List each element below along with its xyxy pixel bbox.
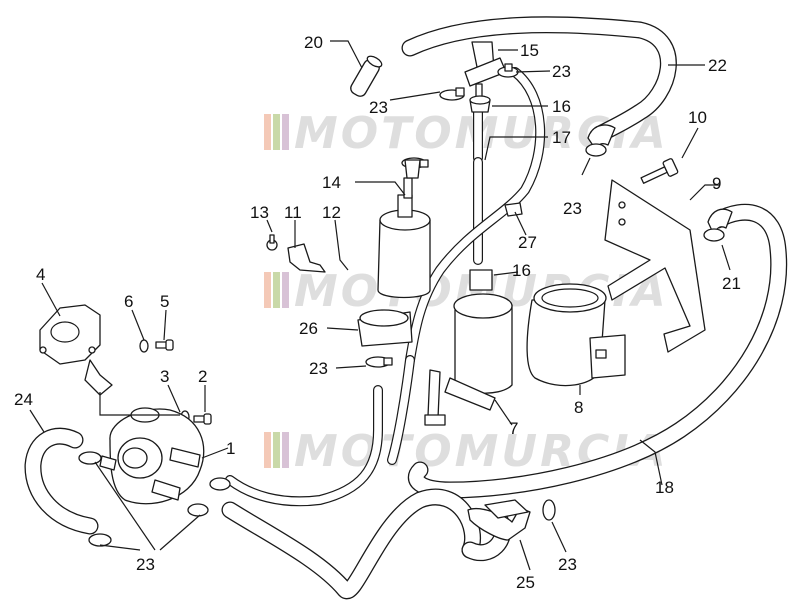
bracket-9 xyxy=(604,179,706,353)
leader-lines xyxy=(29,40,731,571)
clamp-23 xyxy=(542,499,556,521)
y-fitting-25 xyxy=(467,499,531,541)
hose-12 xyxy=(225,355,415,507)
callout-5: 5 xyxy=(160,292,169,311)
band-clamp-8 xyxy=(526,283,626,387)
band-26 xyxy=(357,309,413,347)
callout-7: 7 xyxy=(509,419,518,438)
callout-27: 27 xyxy=(518,233,537,252)
callout-17: 17 xyxy=(552,128,571,147)
clamp-23 xyxy=(365,356,393,368)
callout-13: 13 xyxy=(250,203,269,222)
callout-20: 21 xyxy=(722,274,741,293)
callout-10: 10 xyxy=(688,108,707,127)
callout-23: 23 xyxy=(552,62,571,81)
callout-24: 24 xyxy=(14,390,33,409)
washer-6 xyxy=(139,339,149,353)
clamp-23 xyxy=(209,477,231,491)
screw-5 xyxy=(155,339,174,351)
fuel-filter-14 xyxy=(377,159,431,299)
screw-2 xyxy=(193,413,212,425)
hose-24 xyxy=(24,427,99,535)
bracket-11 xyxy=(287,243,326,273)
callout-2: 2 xyxy=(198,367,207,386)
callout-25: 25 xyxy=(516,573,535,592)
clamp-23 xyxy=(439,87,465,101)
callout-14: 14 xyxy=(322,173,341,192)
screw-13 xyxy=(266,234,278,251)
callouts: 20 15 23 16 17 22 10 9 23 21 27 16 14 13… xyxy=(14,33,741,592)
callout-6: 6 xyxy=(124,292,133,311)
hose-vacuum xyxy=(405,67,546,365)
callout-23e: 23 xyxy=(558,555,577,574)
callout-15: 15 xyxy=(520,41,539,60)
bracket-4 xyxy=(39,304,113,396)
callout-21: 22 xyxy=(708,56,727,75)
elbow-20 xyxy=(703,208,733,242)
elbow-22 xyxy=(585,124,616,157)
clip-27 xyxy=(504,202,523,217)
vacuum-tap-1 xyxy=(99,407,205,505)
screw-10 xyxy=(640,158,679,184)
callout-8: 8 xyxy=(574,398,583,417)
callout-4: 4 xyxy=(36,265,45,284)
fuel-pump-7 xyxy=(424,269,513,426)
callout-18: 18 xyxy=(655,478,674,497)
callout-1: 1 xyxy=(226,439,235,458)
callout-11: 11 xyxy=(284,203,302,222)
hose-18 xyxy=(408,203,788,499)
callout-22: 23 xyxy=(563,199,582,218)
callout-23d: 23 xyxy=(136,555,155,574)
clamp-23 xyxy=(88,533,112,547)
callout-26: 26 xyxy=(299,319,318,338)
callout-23c: 23 xyxy=(369,98,388,117)
callout-12: 12 xyxy=(322,203,341,222)
hose-21 xyxy=(401,16,677,143)
callout-23b: 23 xyxy=(309,359,328,378)
callout-3: 3 xyxy=(160,367,169,386)
callout-16b: 16 xyxy=(512,261,531,280)
clamp-23 xyxy=(78,451,102,465)
clamp-23 xyxy=(187,503,209,517)
callout-16: 16 xyxy=(552,97,571,116)
callout-19: 20 xyxy=(304,33,323,52)
callout-9: 9 xyxy=(712,174,721,193)
hose-bottom xyxy=(221,488,512,600)
bushing-16-top xyxy=(469,95,491,113)
connector-19 xyxy=(350,55,383,97)
